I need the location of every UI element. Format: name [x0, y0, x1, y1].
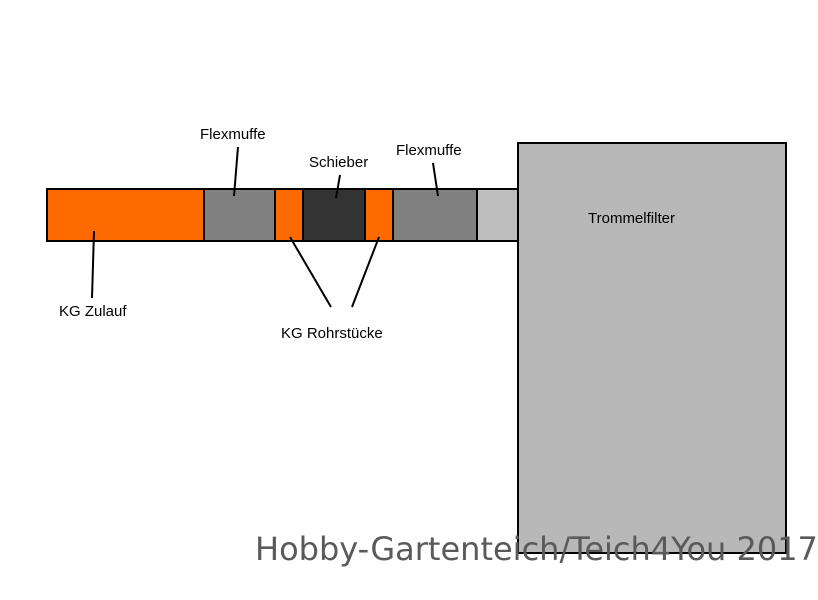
label-kg-zulauf: KG Zulauf: [59, 303, 127, 320]
label-flexmuffe-left: Flexmuffe: [200, 126, 266, 143]
flexmuffe-left-block: [203, 188, 277, 242]
flexmuffe-right-block: [392, 188, 478, 242]
label-trommelfilter: Trommelfilter: [588, 210, 675, 227]
label-schieber: Schieber: [309, 154, 369, 171]
leader-kg-rohrstueck-left: [289, 236, 332, 308]
leader-flexmuffe-left: [233, 146, 239, 197]
leader-flexmuffe-right: [432, 162, 439, 197]
leader-schieber: [335, 174, 341, 199]
kg-rohrstueck-right: [364, 188, 394, 242]
watermark-text: Hobby-Gartenteich/Teich4You 2017: [255, 530, 818, 568]
leader-kg-zulauf: [91, 230, 95, 299]
kg-rohrstueck-left: [274, 188, 304, 242]
trommelfilter-box: [517, 142, 787, 554]
label-flexmuffe-right: Flexmuffe: [396, 142, 462, 159]
kg-zulauf-pipe: [46, 188, 206, 242]
leader-kg-rohrstueck-right: [351, 236, 380, 308]
label-kg-rohrstuecke: KG Rohrstücke: [281, 325, 383, 342]
leader-lines: [91, 146, 439, 308]
